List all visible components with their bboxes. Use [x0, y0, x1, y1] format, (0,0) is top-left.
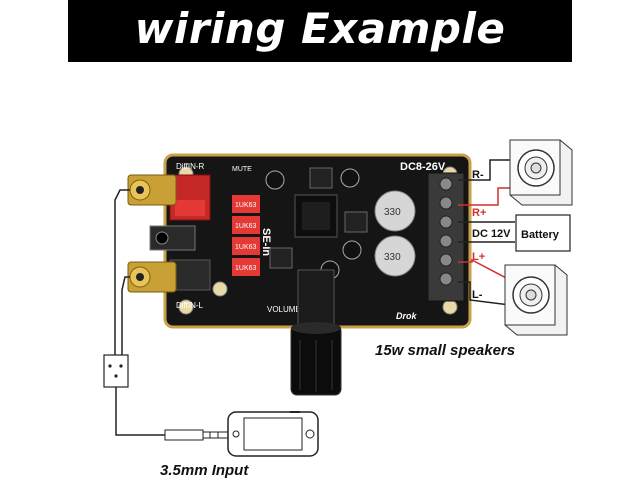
relay-4-label: 1UK63 [235, 265, 257, 272]
cap-bottom-label: 330 [384, 252, 401, 263]
terminal-screw-6 [439, 272, 453, 286]
relay-2 [232, 216, 260, 234]
wire-l-plus [458, 258, 511, 281]
diffin-r-connector-face [175, 200, 205, 216]
wire-r-minus [458, 159, 510, 181]
phone-device [227, 411, 319, 457]
label-r-plus: R+ [472, 207, 486, 219]
caption-input: 3.5mm Input [160, 462, 249, 479]
battery-box [515, 214, 571, 252]
mount-hole-mid [212, 281, 228, 297]
relay-3-label: 1UK63 [235, 244, 257, 251]
speaker-right [509, 139, 573, 206]
splitter-dot-2 [119, 364, 123, 368]
audio-plug-tip [202, 431, 229, 439]
volume-knob-top [291, 322, 341, 334]
cable-rca-left [121, 276, 130, 355]
brand-logo: Drok [396, 311, 417, 321]
small-cap-2 [340, 168, 360, 188]
caption-speakers: 15w small speakers [375, 342, 515, 359]
diffin-l-label: DiffIN-L [176, 301, 204, 310]
cable-to-phone [115, 387, 165, 436]
volume-pot [297, 269, 335, 326]
cap-top-label: 330 [384, 207, 401, 218]
terminal-screw-4 [439, 234, 453, 248]
relay-3 [232, 237, 260, 255]
relay-2-label: 1UK63 [235, 223, 257, 230]
mute-label: MUTE [232, 166, 252, 173]
volume-label: VOLUME [267, 305, 301, 314]
splitter-dot-3 [114, 374, 118, 378]
rca-jack-right-pin [136, 186, 144, 194]
label-l-minus: L- [472, 289, 483, 301]
rca-jack-left-pin [136, 273, 144, 281]
mount-hole-bl [178, 299, 194, 315]
relay-1-label: 1UK63 [235, 202, 257, 209]
cable-rca-right [114, 189, 130, 355]
splitter-dot-1 [108, 364, 112, 368]
wire-l-minus [458, 281, 511, 306]
power-label: DC8-26V [400, 161, 446, 173]
title-banner: wiring Example [68, 0, 572, 62]
relay-1 [232, 195, 260, 213]
terminal-screw-1 [439, 177, 453, 191]
terminal-screw-2 [439, 196, 453, 210]
diffin-r-label: DiffIN-R [176, 162, 205, 171]
relay-4 [232, 258, 260, 276]
label-dc-12v: DC 12V [472, 228, 511, 240]
terminal-screw-3 [439, 215, 453, 229]
inductor-1 [309, 167, 333, 189]
relay-group: 1UK63 1UK63 1UK63 1UK63 [232, 195, 260, 276]
wire-r-plus [458, 187, 510, 206]
se-in-label: SE-In [260, 228, 272, 256]
small-cap-1 [265, 170, 285, 190]
diffin-l-connector [169, 259, 211, 291]
electrolytic-cap-bottom [374, 235, 416, 277]
terminal-screws [439, 177, 453, 286]
banner-title: wiring Example [134, 4, 506, 53]
phone-camera [232, 430, 240, 438]
label-r-minus: R- [472, 169, 484, 181]
terminal-screw-5 [439, 253, 453, 267]
battery-label: Battery [521, 229, 560, 241]
inductor-2 [344, 211, 368, 233]
amplifier-ic-die [302, 202, 330, 230]
audio-plug-body [164, 429, 204, 441]
electrolytic-cap-top [374, 190, 416, 232]
label-l-plus: L+ [472, 251, 485, 263]
small-cap-4 [342, 240, 362, 260]
speaker-left [504, 264, 568, 336]
board-audio-jack-hole [155, 231, 169, 245]
phone-home-button [305, 429, 315, 439]
inductor-3 [269, 247, 293, 269]
mount-hole-br [442, 299, 458, 315]
cable-splitter [103, 354, 129, 388]
